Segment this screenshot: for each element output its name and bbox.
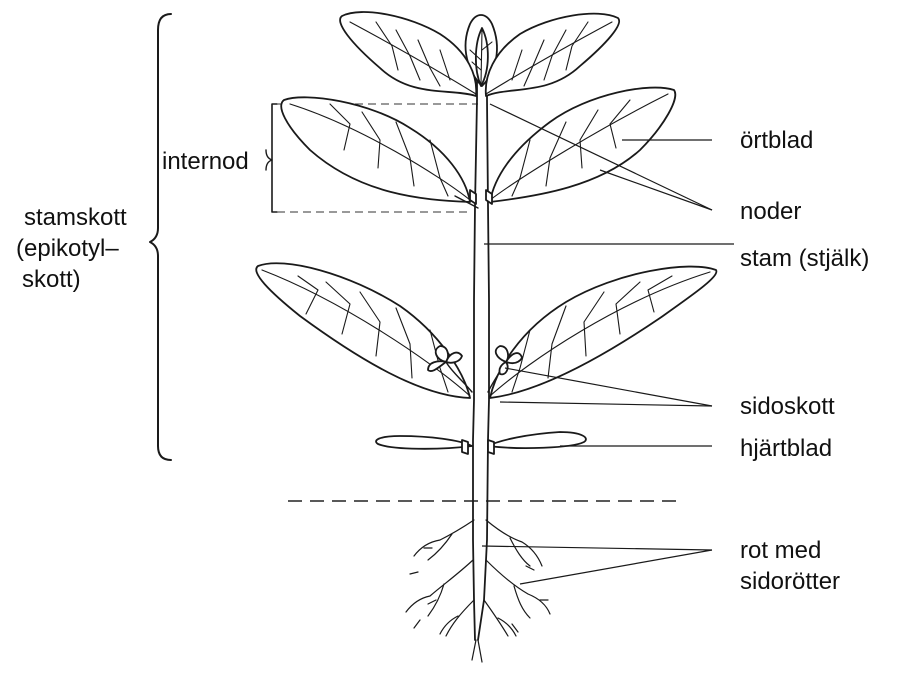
- leaf-third-right: [490, 267, 716, 398]
- leaf-third-left: [256, 263, 470, 398]
- label-noder: noder: [740, 198, 801, 225]
- root-system: [406, 520, 550, 662]
- label-stamskott-2: (epikotyl–: [16, 235, 119, 262]
- leaf-second-left: [281, 97, 478, 208]
- internod-small-brace: [266, 150, 272, 170]
- leader-noder-b: [600, 170, 712, 210]
- leader-sidoskott-b: [500, 402, 712, 406]
- label-hjartblad: hjärtblad: [740, 435, 832, 462]
- leader-rot-b: [520, 550, 712, 584]
- label-rot-2: sidorötter: [740, 568, 840, 595]
- cotyledon-right: [488, 432, 586, 454]
- label-stamskott-3: skott): [22, 266, 81, 293]
- main-stem: [473, 60, 477, 640]
- leaf-second-right: [490, 88, 675, 202]
- cotyledon-left: [376, 436, 472, 454]
- main-stem-right: [478, 60, 489, 640]
- label-rot-1: rot med: [740, 537, 821, 564]
- leaf-top-left: [340, 12, 476, 96]
- label-stamskott-1: stamskott: [24, 204, 127, 231]
- leaf-top-right: [486, 14, 619, 96]
- label-internod: internod: [162, 148, 249, 175]
- stamskott-brace: [150, 14, 171, 460]
- internod-bracket: [272, 104, 277, 212]
- label-sidoskott: sidoskott: [740, 393, 835, 420]
- label-stam: stam (stjälk): [740, 245, 869, 272]
- node-buds-upper: [470, 190, 492, 204]
- label-ortblad: örtblad: [740, 127, 813, 154]
